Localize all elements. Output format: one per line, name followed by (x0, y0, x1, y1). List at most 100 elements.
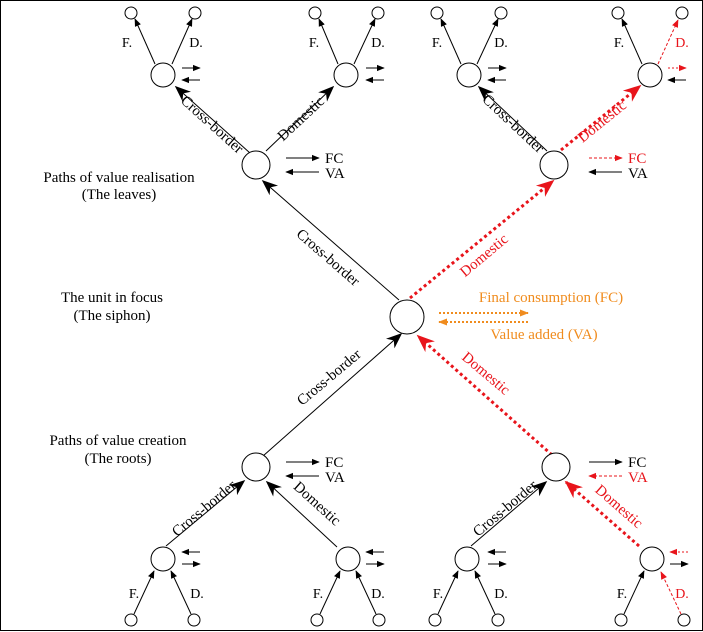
leaf-label-bottom-3: F. (313, 587, 323, 602)
node-top-1 (150, 62, 176, 88)
leaf-label-bottom-6: D. (494, 587, 508, 602)
node-bottom-1 (150, 546, 176, 572)
label-cross-border-ll: Cross-border (169, 478, 239, 541)
flow-arrows-bottom-2 (365, 548, 385, 568)
flow-arrows-top-3 (487, 64, 507, 84)
leaf-bottom-7 (614, 613, 628, 627)
edge-br-right-to-lr (564, 480, 640, 548)
edge-leaf-6 (476, 18, 499, 65)
label-cross-border-ul: Cross-border (177, 93, 246, 157)
flow-arrows-top-2 (365, 64, 385, 84)
siphon-subtitle: (The siphon) (73, 308, 150, 324)
flow-arrows-upper-left-mid (285, 154, 320, 176)
leaf-top-3 (308, 6, 322, 20)
leaf-label-top-8: D. (675, 36, 689, 51)
leaf-top-4 (371, 6, 385, 20)
leaf-label-top-1: F. (122, 36, 132, 51)
edge-lower-left-to-siphon (262, 332, 403, 457)
leaf-label-bottom-1: F. (129, 587, 139, 602)
node-top-3 (456, 62, 482, 88)
label-cross-border-lower: Cross-border (294, 347, 364, 410)
siphon-title: The unit in focus (61, 290, 163, 306)
edge-br-left-to-lr (470, 480, 548, 547)
edge-root-1 (133, 570, 155, 615)
edge-leaf-5 (440, 18, 462, 65)
node-upper-right-mid (539, 150, 569, 180)
label-cross-border-upper: Cross-border (293, 226, 363, 289)
flow-arrows-bottom-4 (669, 548, 689, 568)
flow-arrows-upper-right-mid (588, 154, 623, 176)
flow-arrows-bottom-3 (487, 548, 507, 568)
leaf-label-bottom-8: D. (675, 587, 689, 602)
leaf-bottom-5 (428, 613, 442, 627)
node-upper-left-mid (241, 150, 271, 180)
focus-va-label: Value added (VA) (490, 327, 597, 343)
leaf-top-2 (188, 6, 202, 20)
focus-fc-label: Final consumption (FC) (479, 290, 623, 306)
node-bottom-2 (335, 546, 361, 572)
label-domestic-lr: Domestic (592, 482, 646, 532)
roots-title: Paths of value creation (49, 433, 187, 449)
leaf-bottom-4 (372, 613, 386, 627)
leaf-label-top-5: F. (432, 36, 442, 51)
leaves-title: Paths of value realisation (43, 170, 195, 186)
node-siphon (389, 299, 425, 335)
flow-arrows-top-4 (667, 64, 687, 84)
va-label-ll: VA (325, 470, 345, 486)
edge-siphon-to-upper-right (409, 179, 555, 300)
edge-bl-left-to-ll (165, 479, 246, 547)
node-lower-right-mid (541, 452, 571, 482)
leaf-top-5 (430, 6, 444, 20)
leaf-bottom-6 (491, 613, 505, 627)
va-label-ul: VA (325, 166, 345, 182)
edge-ur-to-tr-right (560, 84, 642, 152)
leaf-label-bottom-2: D. (190, 587, 204, 602)
label-domestic-ul: Domestic (275, 93, 328, 144)
edge-root-5 (437, 570, 459, 615)
edge-root-2 (170, 570, 192, 615)
leaf-label-top-3: F. (309, 36, 319, 51)
node-bottom-3 (454, 546, 480, 572)
leaf-label-bottom-5: F. (433, 587, 443, 602)
edge-root-3 (319, 570, 341, 615)
node-bottom-4 (639, 546, 665, 572)
edge-ul-to-tl-right (265, 85, 335, 152)
leaf-top-7 (611, 6, 625, 20)
node-top-4 (637, 62, 663, 88)
leaf-bottom-1 (124, 613, 138, 627)
edge-leaf-4 (353, 18, 376, 65)
leaf-top-8 (675, 6, 689, 20)
leaf-bottom-3 (310, 613, 324, 627)
va-label-lr: VA (628, 470, 648, 486)
leaf-bottom-2 (187, 613, 201, 627)
edge-bl-right-to-ll (265, 480, 338, 548)
fc-label-lr: FC (628, 455, 646, 471)
leaf-label-top-2: D. (189, 36, 203, 51)
edge-root-7 (623, 570, 645, 615)
leaf-top-6 (494, 6, 508, 20)
label-cross-border-lr: Cross-border (470, 478, 540, 541)
edge-root-6 (474, 570, 496, 615)
edge-ul-to-tl-left (174, 85, 251, 154)
edge-leaf-1 (134, 18, 156, 65)
node-top-2 (333, 62, 359, 88)
leaf-label-top-7: F. (614, 36, 624, 51)
leaf-label-bottom-7: F. (617, 587, 627, 602)
flow-arrows-bottom-1 (181, 548, 201, 568)
leaves-subtitle: (The leaves) (82, 187, 157, 203)
fc-label-ur: FC (628, 151, 646, 167)
leaf-label-top-6: D. (494, 36, 508, 51)
edge-lower-right-to-siphon (416, 334, 553, 457)
edge-siphon-to-upper-left (261, 179, 400, 301)
edge-leaf-8 (657, 19, 679, 65)
leaf-top-1 (124, 6, 138, 20)
edge-leaf-7 (621, 18, 643, 65)
leaf-label-bottom-4: D. (371, 587, 385, 602)
flow-arrows-lower-left-mid (285, 458, 320, 480)
va-label-ur: VA (628, 166, 648, 182)
roots-subtitle: (The roots) (84, 451, 151, 467)
flow-arrows-lower-right-mid (588, 458, 623, 480)
leaf-label-top-4: D. (371, 36, 385, 51)
